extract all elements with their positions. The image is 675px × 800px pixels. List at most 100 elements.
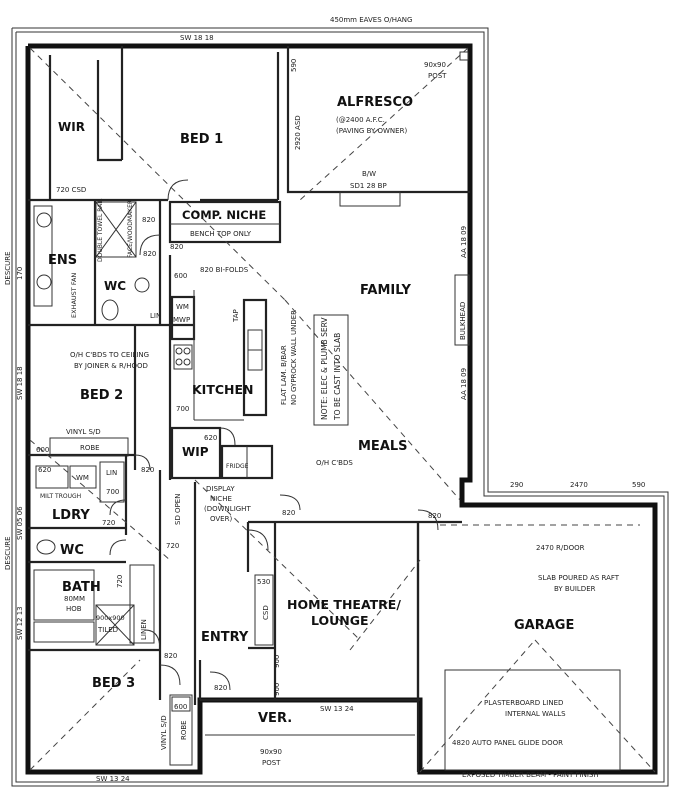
room-label-wip: WIP: [182, 445, 209, 459]
cooktop-burner-3: [175, 358, 183, 366]
note-aa-mid: AA 18 09: [460, 368, 468, 400]
note-trough: MILT TROUGH: [40, 493, 81, 500]
kitchen-cooktop: [173, 344, 193, 370]
note-720c: 720: [166, 542, 179, 550]
note-display-1: DISPLAY: [206, 485, 235, 493]
room-label-comp-niche: COMP. NICHE: [182, 208, 266, 222]
alfresco-post: [459, 51, 469, 61]
ens-toilet: [101, 299, 119, 321]
note-sw-left: SW 18 18: [16, 366, 24, 400]
note-820h: 820: [143, 250, 156, 258]
note-820g: 820: [170, 243, 183, 251]
ens-basin-2: [36, 274, 52, 290]
note-post: POST: [428, 72, 447, 80]
note-post-9090b: 90x90: [260, 748, 282, 756]
note-vinyl-sd: VINYL S/D: [66, 428, 101, 436]
note-sw-1324: SW 13 24: [320, 705, 354, 713]
room-label-bed1: BED 1: [180, 132, 223, 147]
room-label-ens: ENS: [48, 253, 77, 268]
note-oh-cbds: O/H C'BDS: [316, 459, 353, 467]
note-slab-raft-2: BY BUILDER: [554, 585, 596, 593]
note-700: 700: [176, 405, 189, 413]
note-csd-720: 720 CSD: [56, 186, 86, 194]
bed2-robe: [49, 437, 129, 457]
note-cupboards-1: O/H C'BDS TO CEILING: [70, 351, 149, 359]
note-post-b: POST: [262, 759, 281, 767]
eaves-outline-inner: [15, 31, 665, 783]
room-label-garage: GARAGE: [514, 618, 574, 633]
door-swing-wc: [109, 539, 127, 556]
note-bw: B/W: [362, 170, 376, 178]
roof-hip-2: [299, 47, 469, 201]
room-label-home-theatre: HOME THEATRE/: [287, 597, 401, 612]
note-flat-lam: FLAT LAM. B/BAR: [280, 345, 288, 405]
linen-cupboard: [129, 564, 155, 644]
note-600c: 600: [174, 703, 187, 711]
note-bath-hob-2: HOB: [66, 605, 82, 613]
room-label-family: FAMILY: [360, 283, 411, 298]
door-swing-bed2: [134, 454, 151, 471]
note-downpipe-left2: DESCURE: [4, 536, 12, 570]
note-sw-top: SW 18 18: [180, 34, 214, 42]
ens-vanity: [33, 205, 53, 307]
note-vinyl-sd2: VINYL S/D: [160, 715, 168, 750]
note-sw-bottom: SW 13 24: [96, 775, 130, 783]
note-cupboards-2: BY JOINER & R/HOOD: [74, 362, 148, 370]
note-linen: LINEN: [140, 619, 148, 640]
bath-hob-strip: [33, 621, 95, 643]
eaves-outline: [11, 27, 669, 787]
note-720b: 720: [116, 575, 124, 588]
kitchen-island: [242, 298, 268, 417]
comp-niche-box: [168, 200, 282, 244]
note-asd: 2920 ASD: [294, 115, 302, 150]
note-720: 720: [102, 519, 115, 527]
note-fridge: FRIDGE: [226, 463, 249, 470]
note-820a: 820: [142, 216, 155, 224]
note-double: DOUBLE TOWEL RAIL: [97, 198, 104, 262]
note-600: 600: [174, 272, 187, 280]
wip-box: [170, 426, 222, 480]
note-alf-slab: (@2400 A.F.C.: [336, 116, 385, 124]
roof-hip-4: [29, 659, 141, 771]
note-robe2: ROBE: [180, 720, 188, 740]
note-gyprock: NO GYPROCK WALL UNDER: [290, 310, 298, 405]
door-swing-bed3: [159, 664, 181, 686]
door-swing-garage: [417, 509, 439, 531]
note-csd: CSD: [262, 605, 270, 620]
wall-alfresco: [286, 46, 470, 194]
note-900c: 900: [273, 683, 281, 696]
note-820c: 820: [282, 509, 295, 517]
family-window: [339, 191, 401, 207]
slab-note-box: [313, 314, 349, 426]
ldry-lin: [99, 461, 125, 503]
ldry-wm: [69, 465, 97, 489]
door-swing-ens: [139, 234, 161, 256]
note-590b: 590: [632, 481, 645, 489]
room-label-ver: VER.: [258, 711, 292, 726]
room-label-bath: BATH: [62, 580, 101, 595]
note-820f: 820: [214, 684, 227, 692]
room-label-entry: ENTRY: [201, 630, 249, 645]
room-label-wc: WC: [60, 543, 84, 558]
cooktop-burner-4: [183, 358, 191, 366]
note-590: 590: [290, 59, 298, 72]
note-sd-bp: SD1 28 BP: [350, 182, 387, 190]
ens-fan: [134, 277, 150, 293]
note-eaves: 450mm EAVES O/HANG: [330, 16, 412, 24]
note-wm2: WM: [76, 474, 89, 482]
note-garage-auto: 4820 AUTO PANEL GLIDE DOOR: [452, 739, 563, 747]
room-label-alfresco: ALFRESCO: [337, 95, 413, 110]
note-exposed: EXPOSED TIMBER BEAM - PAINT FINISH: [462, 771, 599, 779]
note-plaster-2: INTERNAL WALLS: [505, 710, 566, 718]
note-530: 530: [257, 578, 270, 586]
note-bulkhead: BULKHEAD: [459, 302, 467, 340]
note-garage-door: 2470 R/DOOR: [536, 544, 585, 552]
room-label-meals: MEALS: [358, 439, 408, 454]
cooktop-burner-1: [175, 347, 183, 355]
room-label-ldry: LDRY: [52, 508, 90, 523]
note-slab-raft-1: SLAB POURED AS RAFT: [538, 574, 620, 582]
note-sd-open: SD OPEN: [174, 494, 182, 525]
door-swing-ldry: [109, 499, 127, 516]
ldry-trough: [35, 465, 69, 489]
roof-hip-3: [29, 439, 171, 561]
